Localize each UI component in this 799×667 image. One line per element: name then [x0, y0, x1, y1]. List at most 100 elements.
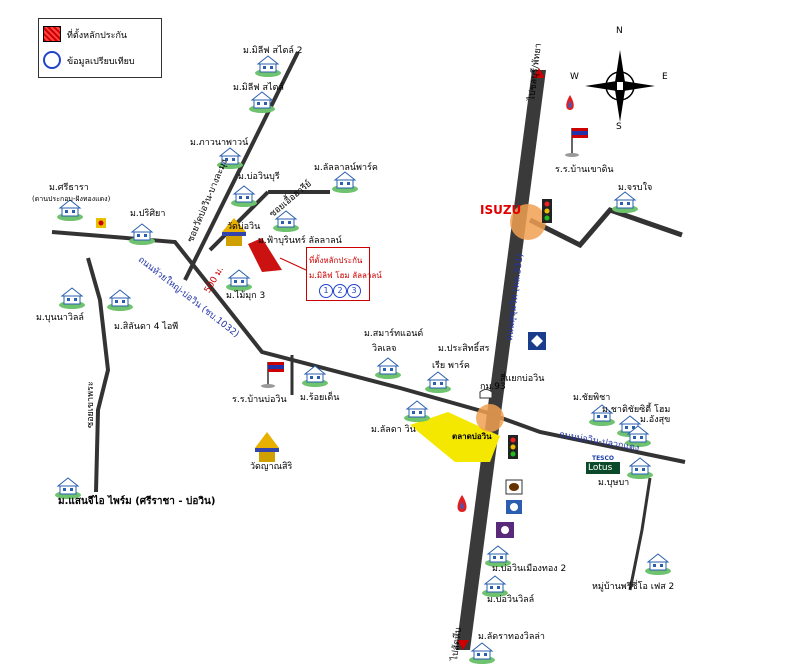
- label-village: ม.ชัยพิชา: [573, 393, 611, 403]
- house-icon: [302, 365, 328, 387]
- house-icon: [273, 210, 299, 232]
- label-village: หมู่บ้านพรีซี่โอ เฟส 2: [592, 582, 675, 592]
- label-village: ม.สิลันดา 4 ไอพี: [114, 322, 179, 332]
- shop-icon-dot: [98, 220, 104, 226]
- legend-label: ที่ตั้งหลักประกัน: [67, 31, 128, 41]
- isuzu-logo: ISUZU: [480, 203, 522, 217]
- label-village: ม.อังสุข: [640, 415, 671, 425]
- house-icon: [485, 545, 511, 567]
- bank-icon-mark: [509, 483, 519, 491]
- temple-icon: [255, 432, 279, 462]
- school-flag-icon: [565, 128, 588, 157]
- callout-pointer: [279, 257, 307, 271]
- label-km: กม.93: [480, 382, 506, 392]
- bank-icon-mark: [531, 335, 543, 347]
- gas-station-icon: [566, 95, 574, 110]
- house-icon: [469, 642, 495, 664]
- label-village: ม.ลัลลาลน์พาร์ค: [314, 163, 378, 173]
- house-icon: [249, 91, 275, 113]
- label-village: วิลเลจ: [372, 344, 397, 354]
- label-village: ม.บ่อวินเมืองทอง 2: [492, 564, 567, 574]
- label-village: ม.แสนจีไอ ไพร์ม (ศรีราชา - บ่อวิน): [58, 496, 216, 507]
- collateral-parcel: [248, 238, 282, 272]
- label-village: ม.ชาติชัยซิตี้ โฮม: [602, 405, 671, 415]
- village-houses: [55, 55, 671, 664]
- compass-s: S: [616, 122, 622, 132]
- label-village: ม.บ่อวินวิลล์: [487, 595, 535, 605]
- traffic-light-icon: [508, 435, 518, 459]
- bank-icon-mark: [510, 503, 518, 511]
- house-icon: [627, 457, 653, 479]
- label-village: ม.ลัลดา วิน: [371, 425, 416, 435]
- label-village: ม.มิลีฟ สไตล์: [233, 83, 284, 93]
- label-village: ม.สมาร์ทแอนด์: [364, 329, 424, 339]
- house-icon: [107, 289, 133, 311]
- compass-n: N: [616, 26, 623, 36]
- house-icon: [59, 287, 85, 309]
- sukhumvit-north-arrow: [533, 68, 545, 78]
- marker-3: 3: [347, 284, 361, 298]
- collateral-callout: ที่ตั้งหลักประกัน ม.มิลิฟ โฮม ลัลลาลน์ 1…: [306, 247, 382, 301]
- collateral-swatch-icon: [43, 26, 61, 42]
- label-village: ม.ภาวนาพาวน์: [190, 138, 249, 148]
- house-icon: [625, 425, 651, 447]
- label-village: ม.จรบใจ: [618, 183, 653, 193]
- house-icon: [255, 55, 281, 77]
- label-school-bowin: ร.ร.บ้านบ่อวิน: [232, 395, 287, 405]
- school-flag-icon: [261, 362, 284, 388]
- house-icon: [226, 269, 252, 291]
- label-village: ม.บุษบา: [598, 478, 630, 488]
- house-icon: [217, 147, 243, 169]
- house-icon: [332, 171, 358, 193]
- bank-icon-mark: [501, 526, 509, 534]
- km-marker-icon: [479, 389, 493, 399]
- house-icon: [375, 357, 401, 379]
- road-wat-bowin: [208, 190, 270, 252]
- comparison-circle-icon: [43, 51, 61, 69]
- label-intersection: สี่แยกบ่อวิน: [500, 374, 545, 384]
- compass-w: W: [570, 72, 579, 82]
- market-area: [410, 412, 500, 462]
- label-village: ม.ศรีธารา: [49, 183, 89, 193]
- road-west-south: [86, 257, 111, 493]
- legend-label: ข้อมูลเปรียบเทียบ: [67, 57, 135, 67]
- label-wat-bowin: วัดบ่อวิน: [227, 222, 261, 232]
- callout-subtitle: ม.มิลิฟ โฮม ลัลลาลน์: [309, 271, 382, 280]
- market-label: ตลาดบ่อวิน: [452, 432, 492, 441]
- marker-2: 2: [333, 284, 347, 298]
- label-village: ม.ปริศิยา: [130, 209, 166, 219]
- house-icon: [612, 191, 638, 213]
- traffic-light-icon: [542, 199, 552, 223]
- house-icon: [129, 223, 155, 245]
- road-east-south: [628, 477, 652, 591]
- label-wat-yansiri: วัดญาณสิริ: [250, 462, 293, 472]
- callout-title: ที่ตั้งหลักประกัน: [309, 256, 363, 265]
- lotus-logo: TESCO Lotus: [586, 455, 620, 474]
- marker-1: 1: [319, 284, 333, 298]
- house-icon: [57, 199, 83, 221]
- label-village-sub: (ดานประกอบ-ฝังทองแดง): [32, 195, 111, 203]
- label-village: ม.มิลีฟ สไตล์ 2: [243, 46, 303, 56]
- temple-icon: [222, 218, 246, 246]
- house-icon: [645, 553, 671, 575]
- house-icon: [55, 477, 81, 499]
- compass-rose: [585, 50, 655, 122]
- house-icon: [589, 404, 615, 426]
- label-village: ม.ไม้มุก 3: [226, 291, 266, 301]
- bowin-intersection: [476, 404, 504, 432]
- lotus-text: Lotus: [588, 463, 613, 473]
- label-village: เรีย พาร์ค: [432, 361, 470, 371]
- legend: ที่ตั้งหลักประกัน ข้อมูลเปรียบเทียบ: [38, 18, 162, 78]
- label-village: ม.ร้อยเด็น: [300, 393, 340, 403]
- label-village: ม.ประสิทธิ์สร: [438, 344, 490, 354]
- road-1032: [51, 230, 686, 464]
- house-icon: [482, 575, 508, 597]
- road-east-north: [528, 207, 683, 249]
- label-village: ม.บุนนาวิลล์: [36, 313, 84, 323]
- label-village: ม.ฟ้าบุรินทร์ ลัลลาลน์: [258, 236, 342, 246]
- label-school-khaodin: ร.ร.บ้านเขาดิน: [555, 165, 614, 175]
- road-label-khaophu: ซอยเขาพระ: [86, 381, 96, 428]
- compass-e: E: [662, 72, 668, 82]
- lotus-tesco-text: TESCO: [586, 455, 620, 462]
